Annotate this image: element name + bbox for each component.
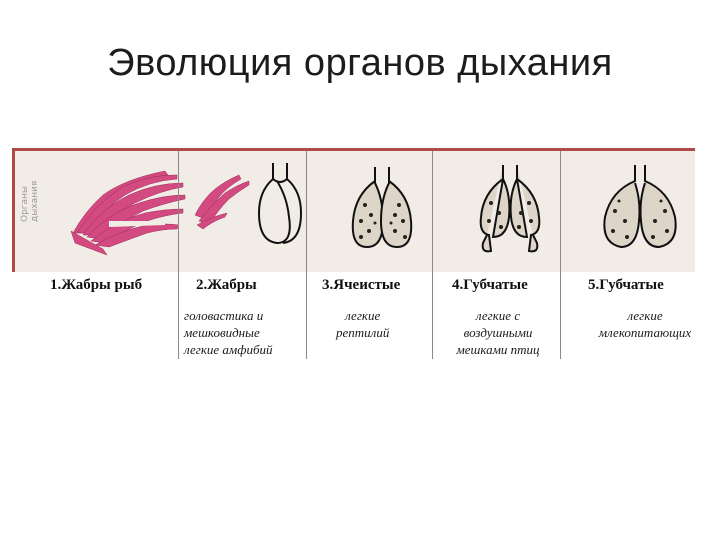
slide-title: Эволюция органов дыхания [107, 42, 613, 84]
description-line: головастика и [184, 308, 264, 323]
panel-divider [306, 151, 307, 359]
description-line: легкие [345, 308, 381, 323]
stage-description: легкие с воздушными мешками птиц [438, 307, 558, 358]
stage-description: легкие млекопитающих [580, 307, 710, 341]
description-line: мешковидные [184, 325, 260, 340]
panel-divider [432, 151, 433, 359]
mammal-lungs-drawing [603, 165, 677, 249]
bird-lungs-drawing [479, 165, 541, 253]
description-line: мешками птиц [456, 342, 540, 357]
panel-divider [560, 151, 561, 359]
stage-caption: 2.Жабры [196, 277, 257, 293]
side-label: Органы дыхания [20, 180, 40, 222]
description-line: рептилий [336, 325, 390, 340]
description-line: воздушными [463, 325, 533, 340]
evolution-figure [12, 148, 695, 272]
description-line: легкие [627, 308, 663, 323]
reptile-lungs-drawing [351, 167, 413, 249]
stage-caption: 1.Жабры рыб [50, 277, 143, 293]
stage-description: головастика и мешковидные легкие амфибий [184, 307, 273, 358]
tadpole-gills-drawing [194, 174, 250, 230]
description-line: легкие с [475, 308, 521, 323]
amphibian-lungs-drawing [257, 163, 303, 245]
panel-divider [178, 151, 179, 359]
stage-caption: 5.Губчатые [588, 277, 664, 293]
description-line: млекопитающих [598, 325, 692, 340]
organs-illustration [70, 163, 677, 256]
stage-caption: 4.Губчатые [452, 277, 528, 293]
description-line: легкие амфибий [184, 342, 273, 357]
stage-description: легкие рептилий [336, 307, 389, 341]
fish-gills-drawing [70, 170, 186, 256]
stage-caption: 3.Ячеистые [322, 277, 401, 293]
